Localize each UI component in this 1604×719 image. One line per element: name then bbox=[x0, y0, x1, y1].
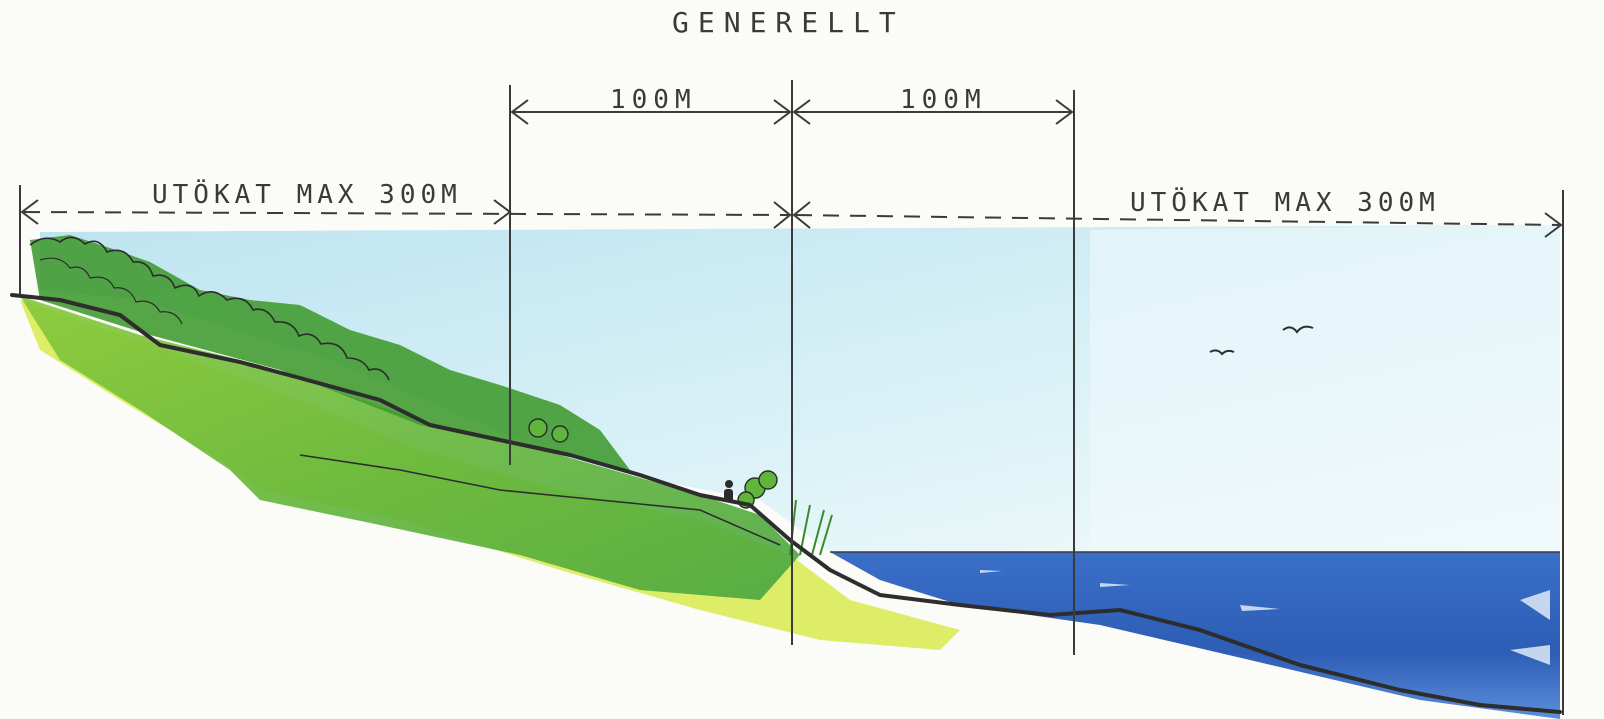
forest-canopy bbox=[30, 235, 630, 470]
dimension-label-max-300m-left: UTÖKAT MAX 300M bbox=[152, 180, 462, 210]
dimension-label-100m-right: 100M bbox=[900, 85, 987, 115]
bird-2 bbox=[1209, 349, 1235, 356]
sky-wash-light bbox=[1090, 225, 1560, 552]
dimension-verticals bbox=[19, 80, 1564, 715]
dimension-label-max-300m-right: UTÖKAT MAX 300M bbox=[1130, 188, 1440, 218]
shore-trees bbox=[528, 418, 778, 509]
dimension-label-100m-left: 100M bbox=[610, 85, 697, 115]
lower-terrain-line bbox=[299, 454, 781, 546]
dimension-300m-lines bbox=[20, 199, 1563, 238]
dimension-100m-lines bbox=[510, 99, 1074, 125]
slope-grass bbox=[20, 296, 800, 600]
bird-1 bbox=[1282, 325, 1314, 334]
forest-inner-outline bbox=[39, 257, 183, 325]
diagram-title: GENERELLT bbox=[672, 6, 905, 39]
sea-highlights bbox=[980, 570, 1550, 665]
sea bbox=[830, 552, 1560, 719]
forest-canopy-outline bbox=[29, 236, 390, 381]
terrain-profile-line bbox=[10, 293, 1562, 714]
